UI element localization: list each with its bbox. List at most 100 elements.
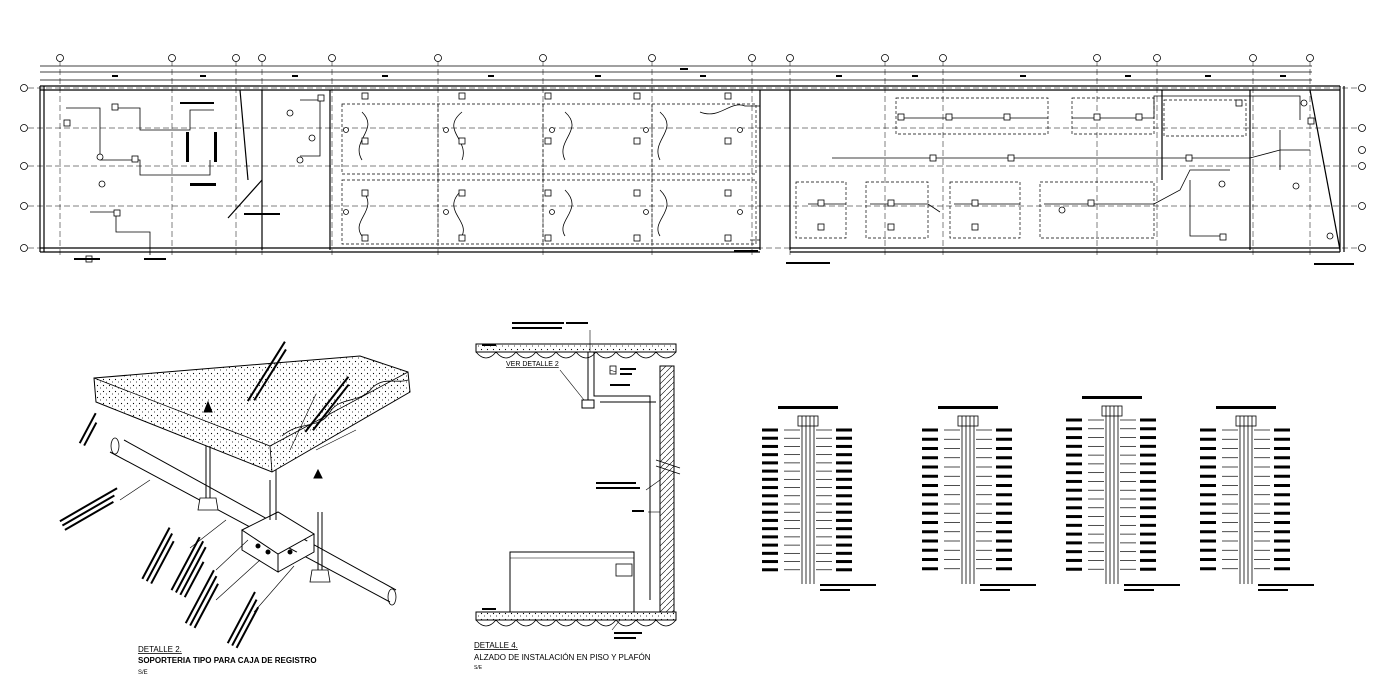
circuit-label [762, 543, 778, 547]
panel-diagram-1 [762, 406, 876, 591]
circuit-label [996, 521, 1012, 524]
panel-diagram-2 [922, 406, 1036, 591]
circuit-label [1066, 550, 1082, 554]
circuit-label [922, 465, 938, 469]
circuit-label [1066, 506, 1082, 510]
circuit-label [1140, 471, 1156, 475]
circuit-label [996, 474, 1012, 478]
circuit-label [1274, 511, 1290, 515]
detail-4-title: DETALLE 4. [474, 641, 518, 650]
circuit-label [996, 437, 1012, 441]
ceiling-slab [475, 343, 677, 353]
circuit-label [1200, 437, 1216, 441]
circuit-label [1066, 567, 1082, 571]
circuit-label [762, 428, 778, 432]
circuit-label [1200, 530, 1216, 534]
circuit-label [996, 567, 1012, 571]
circuit-label [1274, 493, 1290, 497]
circuit-label [1274, 548, 1290, 552]
panel-bars [74, 102, 1354, 265]
detail-4-conduit [587, 352, 656, 600]
circuit-label [996, 548, 1012, 552]
grid-axis-bubbles [20, 54, 1366, 252]
circuit-label [836, 551, 852, 555]
see-detail-2-callout: VER DETALLE 2 [506, 361, 559, 368]
circuit-label [836, 461, 852, 465]
ceiling-zones-left [341, 103, 757, 245]
panel-note [980, 589, 1010, 591]
concrete-slab [93, 355, 411, 473]
detail-2-isometric [59, 341, 411, 649]
circuit-label [922, 567, 938, 571]
circuit-label [1200, 428, 1216, 432]
circuit-label [922, 521, 938, 524]
circuit-label [996, 502, 1012, 506]
circuit-label [996, 511, 1012, 515]
circuit-label [836, 527, 852, 531]
circuit-label [836, 543, 852, 547]
detail-2-title: DETALLE 2. [138, 645, 182, 654]
circuit-label [1066, 436, 1082, 440]
detail-4-annotations [482, 322, 644, 639]
circuit-label [1140, 550, 1156, 554]
circuit-label [762, 518, 778, 522]
circuit-label [1274, 428, 1290, 432]
circuit-label [1066, 453, 1082, 457]
circuit-label [1140, 479, 1156, 483]
circuit-label [1200, 502, 1216, 506]
circuit-label [1066, 558, 1082, 562]
circuit-label [922, 539, 938, 543]
circuit-label [762, 527, 778, 531]
circuit-label [922, 530, 938, 534]
circuit-label [1200, 548, 1216, 552]
panel-note [980, 584, 1036, 586]
panel-header-label [1216, 406, 1276, 409]
circuit-label [1200, 484, 1216, 487]
circuit-label [1274, 567, 1290, 571]
circuit-label [1066, 462, 1082, 466]
equipment-cabinet [509, 551, 635, 613]
circuit-label [1066, 532, 1082, 536]
circuit-label [1066, 444, 1082, 448]
electrical-floor-plan [20, 54, 1366, 265]
circuit-label [922, 502, 938, 506]
circuit-label [1066, 471, 1082, 475]
circuit-label [996, 465, 1012, 469]
circuit-label [1066, 515, 1082, 519]
circuit-label [1274, 437, 1290, 441]
circuit-label [1274, 558, 1290, 561]
hanger-rods [205, 446, 323, 570]
circuit-label [1200, 447, 1216, 450]
panel-diagrams [762, 396, 1314, 591]
circuit-label [1274, 521, 1290, 524]
circuit-label [996, 539, 1012, 543]
circuit-label [1200, 521, 1216, 524]
circuit-label [836, 436, 852, 440]
circuit-label [1140, 462, 1156, 466]
circuit-label [1066, 479, 1082, 483]
circuit-label [762, 469, 778, 473]
circuit-label [762, 510, 778, 514]
detail-4-scale: S/E [474, 665, 483, 671]
panel-note [1258, 589, 1288, 591]
circuit-label [1066, 541, 1082, 545]
detail-2-scale: S/E [138, 670, 148, 676]
circuit-label [836, 486, 852, 490]
circuit-label [836, 477, 852, 481]
circuit-label [996, 493, 1012, 497]
detail-2-subtitle: SOPORTERIA TIPO PARA CAJA DE REGISTRO [138, 656, 317, 665]
circuit-label [1200, 474, 1216, 478]
circuit-label [1140, 453, 1156, 457]
circuit-label [836, 568, 852, 572]
circuit-label [1066, 523, 1082, 527]
circuit-label [1066, 427, 1082, 431]
detail-4-elevation [475, 322, 681, 639]
circuit-label [1140, 523, 1156, 527]
circuit-label [996, 484, 1012, 487]
circuit-label [1140, 567, 1156, 571]
floor-slab [475, 611, 677, 621]
circuit-label [836, 518, 852, 522]
circuit-label [836, 428, 852, 432]
light-fixtures [63, 92, 1334, 263]
panel-note [1124, 589, 1154, 591]
